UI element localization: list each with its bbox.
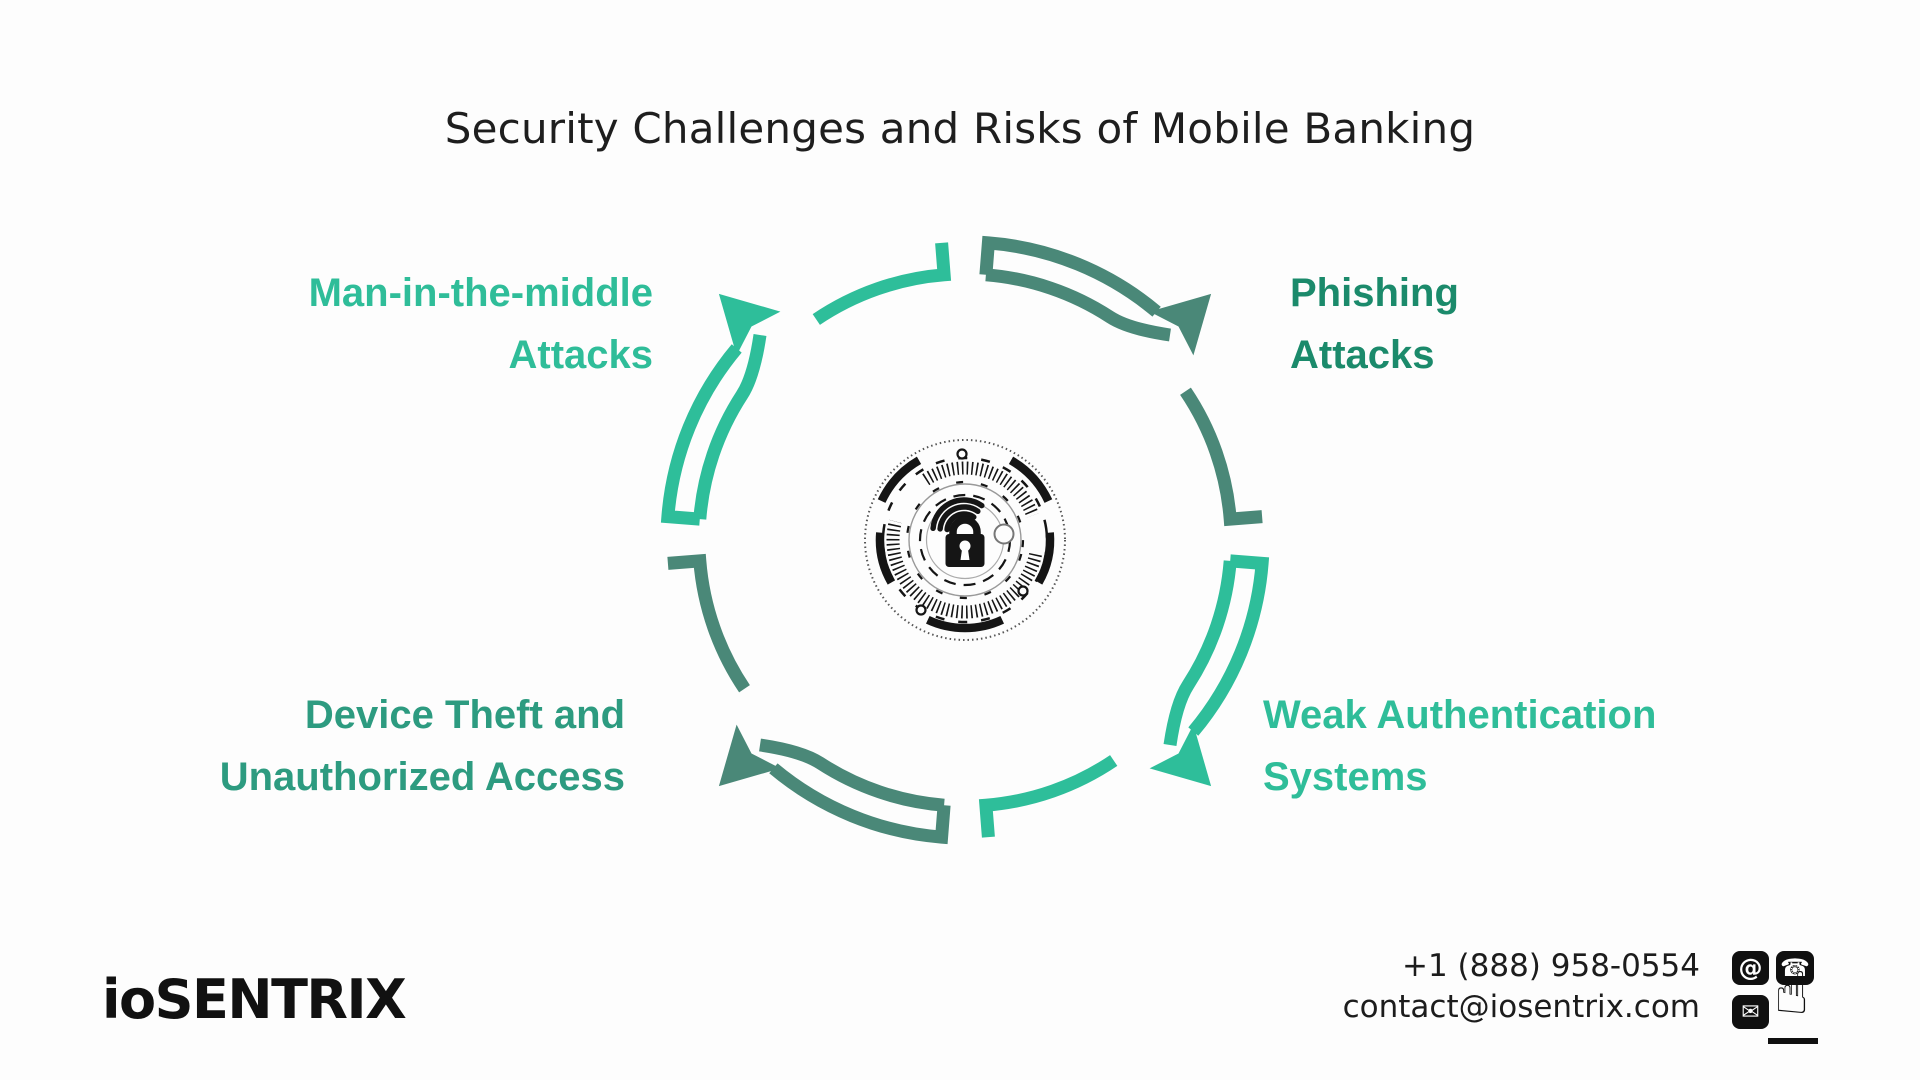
label-line: Phishing: [1290, 271, 1459, 315]
label-line: Weak Authentication: [1263, 693, 1657, 737]
label-man-in-the-middle-attacks: Man-in-the-middle Attacks: [309, 262, 653, 386]
label-weak-authentication-systems: Weak Authentication Systems: [1263, 684, 1656, 808]
label-line: Systems: [1263, 755, 1428, 799]
phone-glyph: ☎: [1780, 954, 1810, 982]
phone-icon: ☎: [1776, 951, 1814, 985]
padlock-security-icon: [864, 439, 1066, 641]
iosentrix-logo: ioSENTRIX: [102, 968, 407, 1031]
contact-phone: +1 (888) 958-0554: [1401, 948, 1700, 984]
tap-hand-icon: ☝: [1774, 964, 1809, 1022]
label-line: Device Theft and: [304, 693, 625, 737]
hand-underline-bar: [1768, 1038, 1818, 1044]
label-line: Attacks: [1290, 333, 1435, 377]
label-line: Man-in-the-middle: [308, 271, 653, 315]
contact-block: +1 (888) 958-0554 contact@iosentrix.com: [1343, 946, 1700, 1028]
page-title: Security Challenges and Risks of Mobile …: [444, 104, 1476, 153]
label-device-theft-unauthorized-access: Device Theft and Unauthorized Access: [220, 684, 625, 808]
at-glyph: @: [1738, 954, 1763, 982]
tap-hand-glyph: ☝: [1774, 959, 1810, 1027]
envelope-glyph: ✉: [1741, 999, 1760, 1025]
label-line: Attacks: [508, 333, 653, 377]
contact-email: contact@iosentrix.com: [1342, 989, 1700, 1025]
label-line: Unauthorized Access: [219, 755, 625, 799]
at-icon: @: [1732, 951, 1769, 985]
envelope-icon: ✉: [1732, 995, 1769, 1029]
label-phishing-attacks: Phishing Attacks: [1290, 262, 1459, 386]
